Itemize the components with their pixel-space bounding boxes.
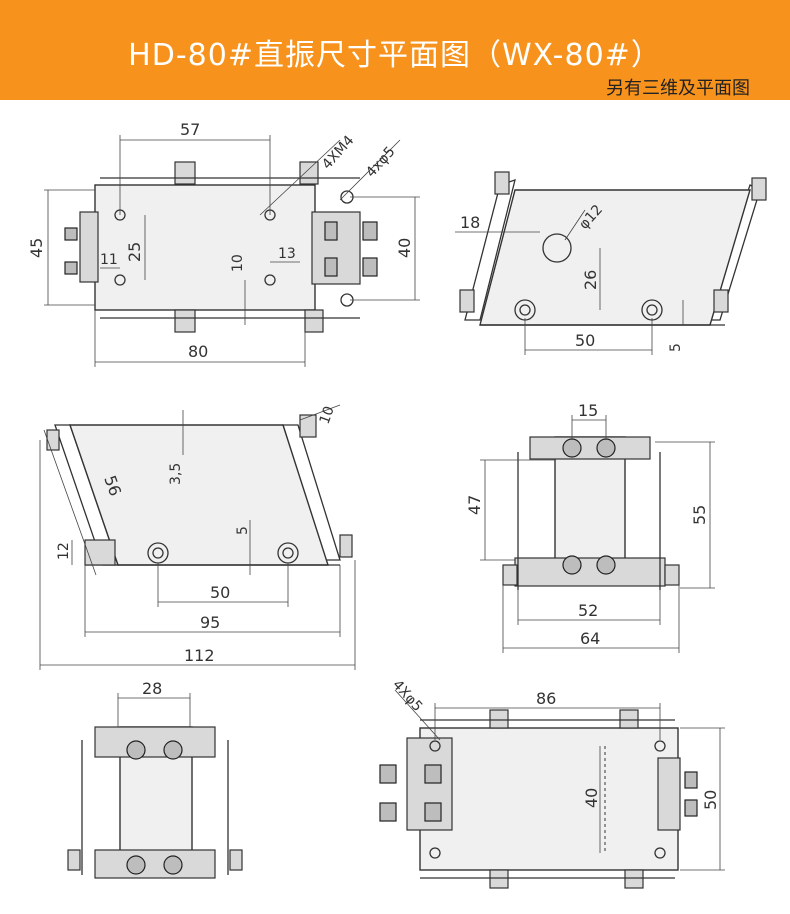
dim-4xm4: 4XM4 bbox=[319, 133, 357, 173]
dim-18: 18 bbox=[460, 213, 480, 232]
view-bot-right: 4Xφ5 86 40 50 bbox=[379, 677, 725, 889]
dim-5b: 5 bbox=[235, 526, 251, 535]
base-plate bbox=[94, 184, 316, 311]
view-top-right: 18 φ12 26 50 5 bbox=[455, 171, 767, 355]
dim-40b: 40 bbox=[582, 788, 601, 808]
page-title: HD-80#直振尺寸平面图（WX-80#） bbox=[128, 38, 662, 73]
dim-52: 52 bbox=[578, 601, 598, 620]
technical-drawing: 57 4XM4 4xφ5 45 25 11 10 13 40 80 bbox=[27, 120, 767, 889]
dim-10: 10 bbox=[230, 254, 246, 272]
dim-26: 26 bbox=[581, 270, 600, 290]
dim-50a: 50 bbox=[575, 331, 595, 350]
view-top-left: 57 4XM4 4xφ5 45 25 11 10 13 40 80 bbox=[27, 120, 420, 367]
dim-50b: 50 bbox=[210, 583, 230, 602]
dim-80: 80 bbox=[188, 342, 208, 361]
dim-10b: 10 bbox=[317, 404, 338, 426]
dim-25: 25 bbox=[125, 242, 144, 262]
dim-4xphi5: 4xφ5 bbox=[363, 144, 399, 181]
dim-28: 28 bbox=[142, 679, 162, 698]
dim-64: 64 bbox=[580, 629, 600, 648]
dim-13: 13 bbox=[278, 246, 296, 262]
view-bot-left: 28 bbox=[67, 679, 243, 879]
dim-95: 95 bbox=[200, 613, 220, 632]
title-banner bbox=[0, 0, 790, 100]
dim-45: 45 bbox=[27, 238, 46, 258]
dim-112: 112 bbox=[184, 646, 215, 665]
dim-50c: 50 bbox=[701, 790, 720, 810]
dim-12: 12 bbox=[56, 542, 72, 560]
dim-57: 57 bbox=[180, 120, 200, 139]
dim-11: 11 bbox=[100, 252, 118, 268]
dim-5a: 5 bbox=[668, 343, 684, 352]
dim-3-5: 3,5 bbox=[168, 463, 184, 485]
dim-4xphi5b: 4Xφ5 bbox=[389, 677, 425, 715]
dim-40: 40 bbox=[395, 238, 414, 258]
dim-47: 47 bbox=[465, 495, 484, 515]
view-mid-left: 10 3,5 56 5 12 50 95 112 bbox=[39, 404, 356, 670]
dim-55: 55 bbox=[690, 505, 709, 525]
dim-15: 15 bbox=[578, 401, 598, 420]
page-subtitle: 另有三维及平面图 bbox=[606, 78, 750, 99]
view-mid-right: 15 47 55 52 64 bbox=[465, 401, 715, 653]
dim-86: 86 bbox=[536, 689, 556, 708]
